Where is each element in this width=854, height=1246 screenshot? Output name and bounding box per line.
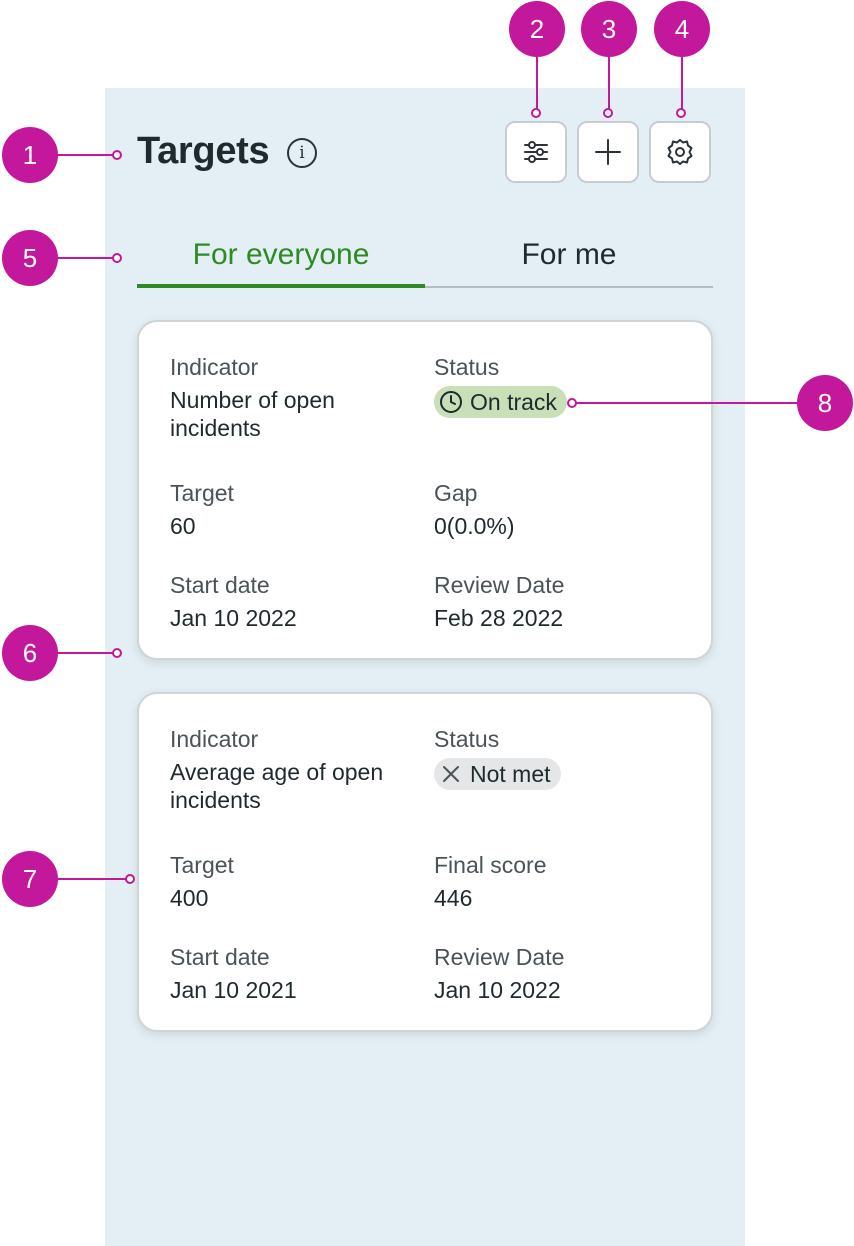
tab-for-everyone[interactable]: For everyone [137, 230, 425, 288]
clock-icon [440, 391, 462, 413]
targets-panel [105, 88, 745, 1246]
status-value: Not met [470, 760, 551, 787]
target-value: 60 [170, 513, 196, 539]
start-date-field: Start date Jan 10 2022 [170, 570, 297, 632]
x-icon [443, 766, 459, 782]
callout-7: 7 [2, 851, 58, 907]
settings-button[interactable] [649, 121, 711, 183]
callout-anchor [112, 150, 122, 160]
indicator-label: Indicator [170, 354, 259, 380]
status-badge: Not met [434, 758, 561, 790]
indicator-label: Indicator [170, 726, 259, 752]
callout-leader [608, 54, 610, 114]
status-field: Status Not met [434, 724, 561, 792]
page-title: Targets [137, 130, 270, 172]
review-date-field: Review Date Feb 28 2022 [434, 570, 564, 632]
callout-leader [56, 154, 118, 156]
callout-anchor [603, 108, 613, 118]
callout-leader [56, 652, 118, 654]
callout-anchor [676, 108, 686, 118]
plus-icon [595, 139, 621, 165]
callout-anchor [125, 874, 135, 884]
callout-4: 4 [654, 1, 710, 57]
target-card[interactable]: Indicator Average age of open incidents … [137, 692, 713, 1032]
callout-2: 2 [509, 1, 565, 57]
start-date-field: Start date Jan 10 2021 [170, 942, 297, 1004]
callout-8: 8 [797, 375, 853, 431]
callout-anchor [112, 253, 122, 263]
review-date-value: Jan 10 2022 [434, 977, 561, 1003]
add-target-button[interactable] [577, 121, 639, 183]
final-score-label: Final score [434, 852, 547, 878]
callout-leader [56, 878, 130, 880]
callout-anchor [567, 398, 577, 408]
target-card[interactable]: Indicator Number of open incidents Statu… [137, 320, 713, 660]
callout-6: 6 [2, 625, 58, 681]
tab-bar: For everyone For me [137, 230, 713, 288]
review-date-value: Feb 28 2022 [434, 605, 564, 631]
review-date-field: Review Date Jan 10 2022 [434, 942, 564, 1004]
status-badge: On track [434, 386, 567, 418]
target-field: Target 60 [170, 478, 234, 540]
target-label: Target [170, 480, 234, 506]
review-date-label: Review Date [434, 572, 565, 598]
indicator-value: Number of open incidents [170, 387, 335, 441]
gap-field: Gap 0(0.0%) [434, 478, 515, 540]
start-date-value: Jan 10 2022 [170, 605, 297, 631]
final-score-value: 446 [434, 885, 473, 911]
sliders-icon [524, 141, 548, 163]
callout-leader [56, 257, 118, 259]
callout-leader [536, 54, 538, 114]
callout-leader [681, 54, 683, 114]
indicator-field: Indicator Average age of open incidents [170, 724, 410, 814]
start-date-value: Jan 10 2021 [170, 977, 297, 1003]
info-symbol: i [299, 143, 305, 163]
callout-1: 1 [2, 127, 58, 183]
target-value: 400 [170, 885, 209, 911]
review-date-label: Review Date [434, 944, 565, 970]
gap-value: 0(0.0%) [434, 513, 515, 539]
indicator-field: Indicator Number of open incidents [170, 352, 410, 442]
start-date-label: Start date [170, 944, 270, 970]
status-field: Status On track [434, 352, 567, 420]
status-label: Status [434, 354, 500, 380]
gear-icon [667, 139, 693, 165]
gap-label: Gap [434, 480, 478, 506]
tab-for-me[interactable]: For me [521, 238, 617, 271]
status-label: Status [434, 726, 500, 752]
status-value: On track [470, 388, 557, 415]
filter-button[interactable] [505, 121, 567, 183]
target-field: Target 400 [170, 850, 234, 912]
final-score-field: Final score 446 [434, 850, 546, 912]
start-date-label: Start date [170, 572, 270, 598]
callout-5: 5 [2, 230, 58, 286]
callout-anchor [531, 108, 541, 118]
callout-leader [572, 402, 798, 404]
target-label: Target [170, 852, 234, 878]
indicator-value: Average age of open incidents [170, 759, 384, 813]
callout-3: 3 [581, 1, 637, 57]
callout-anchor [112, 648, 122, 658]
info-icon[interactable]: i [287, 138, 317, 168]
